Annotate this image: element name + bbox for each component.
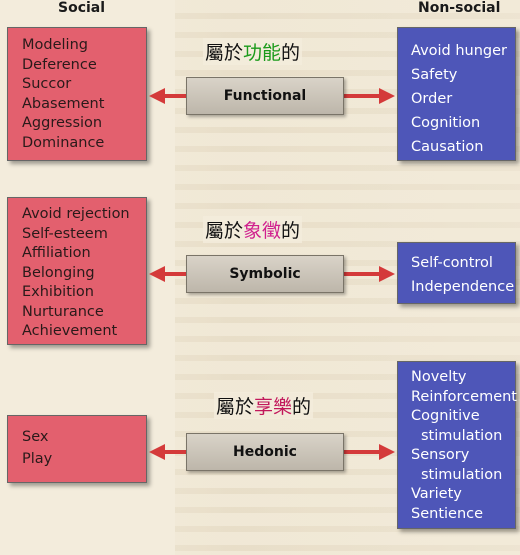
social-need: Succor [22,76,72,92]
nonsocial-need: Cognitive [411,408,480,424]
social-need: Belonging [22,264,95,281]
header-nonsocial: Non-social [418,0,501,16]
nonsocial-need: Self-control [411,255,493,271]
social-need: Dominance [22,134,105,151]
nonsocial-need: Causation [411,139,484,155]
header-social: Social [58,0,106,16]
category-symbolic: Symbolic [186,255,344,293]
social-need: Sex [22,429,49,445]
nonsocial-need: Variety [411,486,462,502]
nonsocial-need: Reinforcement [411,388,517,405]
nonsocial-need: Safety [411,67,458,83]
social-need: Play [22,451,53,467]
social-box-functional: Modeling Deference Succor Abasement Aggr… [7,27,147,161]
nonsocial-need: Cognition [411,115,481,131]
nonsocial-need: stimulation [421,427,503,444]
annotation-hedonic: 屬於享樂的 [214,392,314,419]
social-need: Avoid rejection [22,206,130,222]
nonsocial-need: Order [411,91,453,107]
annotation-symbolic: 屬於象徵的 [203,216,303,243]
nonsocial-need: Sensory [411,447,470,463]
social-need: Achievement [22,323,118,339]
social-need: Abasement [22,95,105,112]
social-need: Self-esteem [22,225,108,242]
social-need: Deference [22,56,97,73]
nonsocial-need: Novelty [411,369,467,385]
social-box-symbolic: Avoid rejection Self-esteem Affiliation … [7,197,147,345]
nonsocial-need: Independence [411,279,515,295]
social-box-hedonic: Sex Play [7,415,147,483]
social-need: Modeling [22,37,88,53]
nonsocial-box-functional: Avoid hunger Safety Order Cognition Caus… [397,27,516,161]
category-hedonic: Hedonic [186,433,344,471]
category-functional: Functional [186,77,344,115]
social-need: Exhibition [22,284,94,300]
nonsocial-box-symbolic: Self-control Independence [397,242,516,304]
nonsocial-need: Sentience [411,505,484,522]
social-need: Aggression [22,115,103,131]
social-need: Nurturance [22,303,104,320]
social-need: Affiliation [22,245,91,261]
annotation-functional: 屬於功能的 [203,38,303,65]
nonsocial-need: stimulation [421,466,503,483]
nonsocial-need: Avoid hunger [411,43,508,59]
nonsocial-box-hedonic: Novelty Reinforcement Cognitive stimulat… [397,361,517,529]
